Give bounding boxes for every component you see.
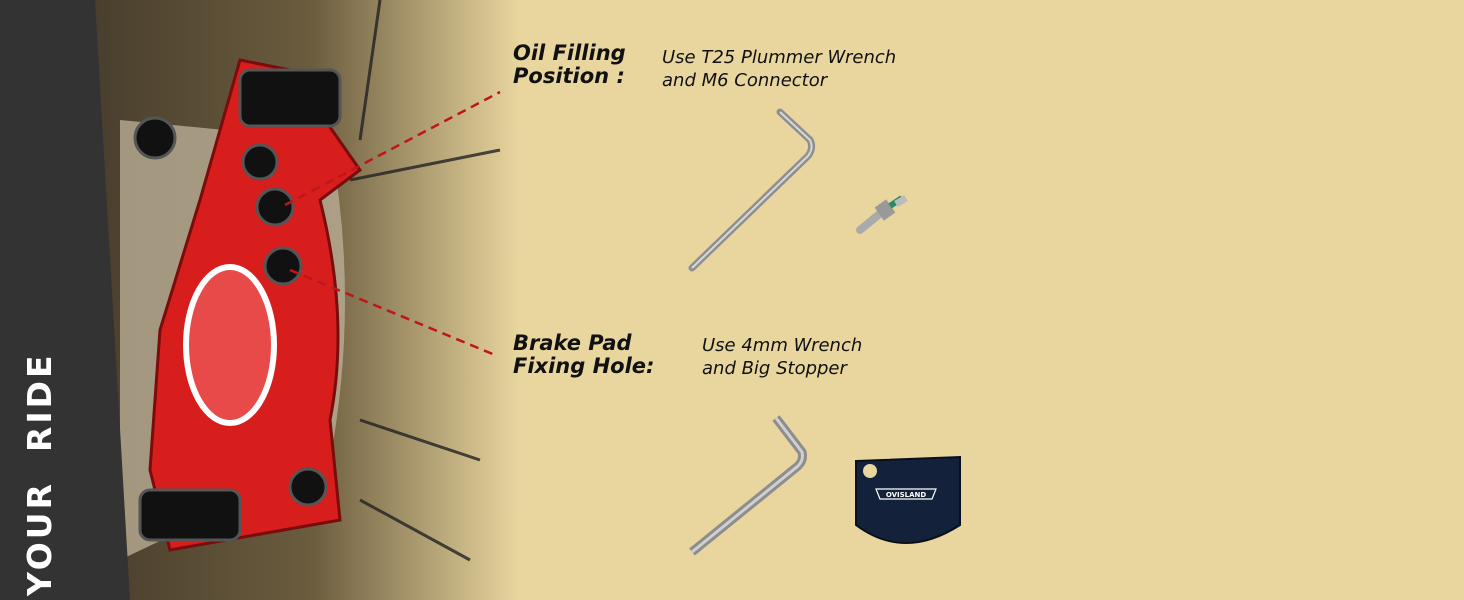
- oil-filling-description: Use T25 Plummer Wrench and M6 Connector: [662, 46, 896, 92]
- side-banner: [0, 0, 130, 600]
- side-banner-text: YOUR RIDE: [20, 352, 59, 596]
- brake-pad-desc-line1: Use 4mm Wrench: [702, 335, 863, 356]
- oil-filling-leader-line: [284, 90, 501, 207]
- brake-pad-desc-line2: and Big Stopper: [702, 358, 847, 379]
- t25-wrench-icon: [688, 108, 816, 272]
- oil-filling-desc-line1: Use T25 Plummer Wrench: [662, 47, 897, 68]
- brake-pad-label-line1: Brake Pad: [513, 331, 632, 355]
- oil-filling-desc-line2: and M6 Connector: [662, 70, 828, 91]
- 4mm-hex-wrench-icon: [689, 415, 807, 556]
- brake-pad-description: Use 4mm Wrench and Big Stopper: [702, 334, 862, 380]
- m6-connector-icon: [856, 194, 908, 234]
- stopper-brand-logo: OVISLAND: [886, 491, 927, 499]
- oil-filling-label-line1: Oil Filling: [513, 41, 626, 65]
- brake-pad-leader-line: [289, 268, 496, 357]
- oil-filling-label-line2: Position :: [513, 64, 625, 88]
- oil-filling-label: Oil Filling Position :: [513, 42, 626, 88]
- brake-pad-label-line2: Fixing Hole:: [513, 354, 655, 378]
- brake-pad-label: Brake Pad Fixing Hole:: [513, 332, 654, 378]
- big-stopper-icon: OVISLAND: [855, 455, 961, 545]
